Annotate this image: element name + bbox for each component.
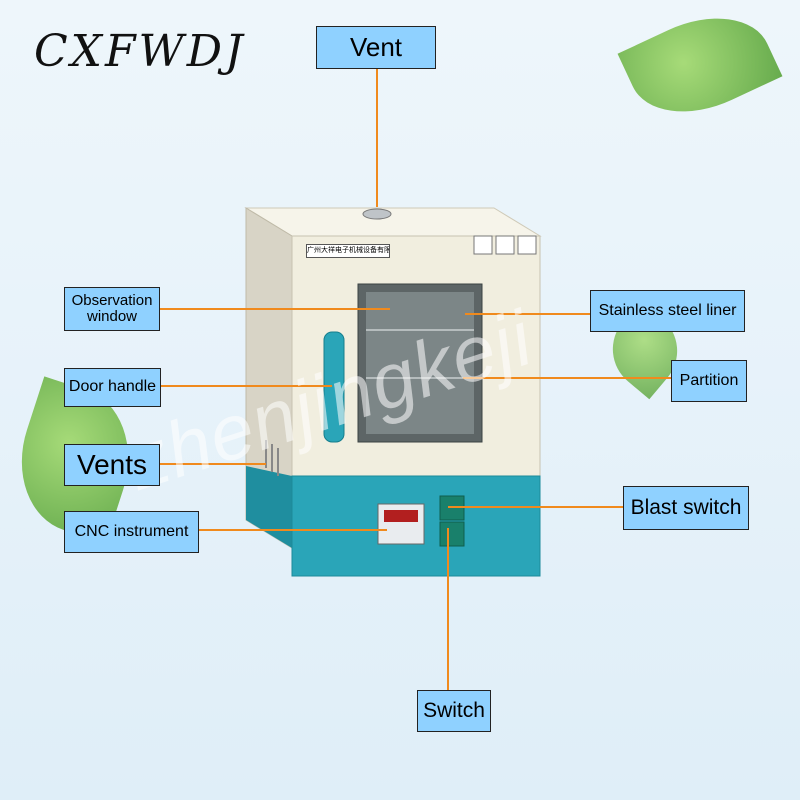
leader-observation-window [158, 308, 390, 310]
power-switch-body [439, 521, 465, 547]
label-door-handle: Door handle [64, 368, 161, 407]
label-partition: Partition [671, 360, 747, 402]
leader-blast-switch [448, 506, 623, 508]
warning-plate-1 [473, 235, 493, 255]
oven-base-side [246, 466, 292, 548]
brand-logo: CXFWDJ [34, 26, 246, 77]
label-blast-switch: Blast switch [623, 486, 749, 530]
company-plate: 广州大祥电子机械设备有限公司 [306, 244, 390, 258]
window-glass [366, 292, 474, 434]
leader-partition [463, 377, 671, 379]
label-switch: Switch [417, 690, 491, 732]
door-handle-bar [323, 331, 345, 443]
leader-stainless-steel-liner [465, 313, 590, 315]
cnc-controller-display [384, 510, 418, 522]
oven-top-face [244, 207, 542, 237]
leader-vents [158, 463, 266, 465]
leader-cnc-instrument [197, 529, 387, 531]
label-vent: Vent [316, 26, 436, 69]
warning-plate-3 [517, 235, 537, 255]
label-observation-window: Observation window [64, 287, 160, 331]
label-stainless-steel-liner: Stainless steel liner [590, 290, 745, 332]
leader-switch [447, 528, 449, 690]
top-vent-port [362, 208, 392, 220]
blast-switch-body [439, 495, 465, 521]
warning-plate-2 [495, 235, 515, 255]
leader-door-handle [159, 385, 332, 387]
leader-vent [376, 67, 378, 207]
label-cnc-instrument: CNC instrument [64, 511, 199, 553]
label-vents: Vents [64, 444, 160, 486]
